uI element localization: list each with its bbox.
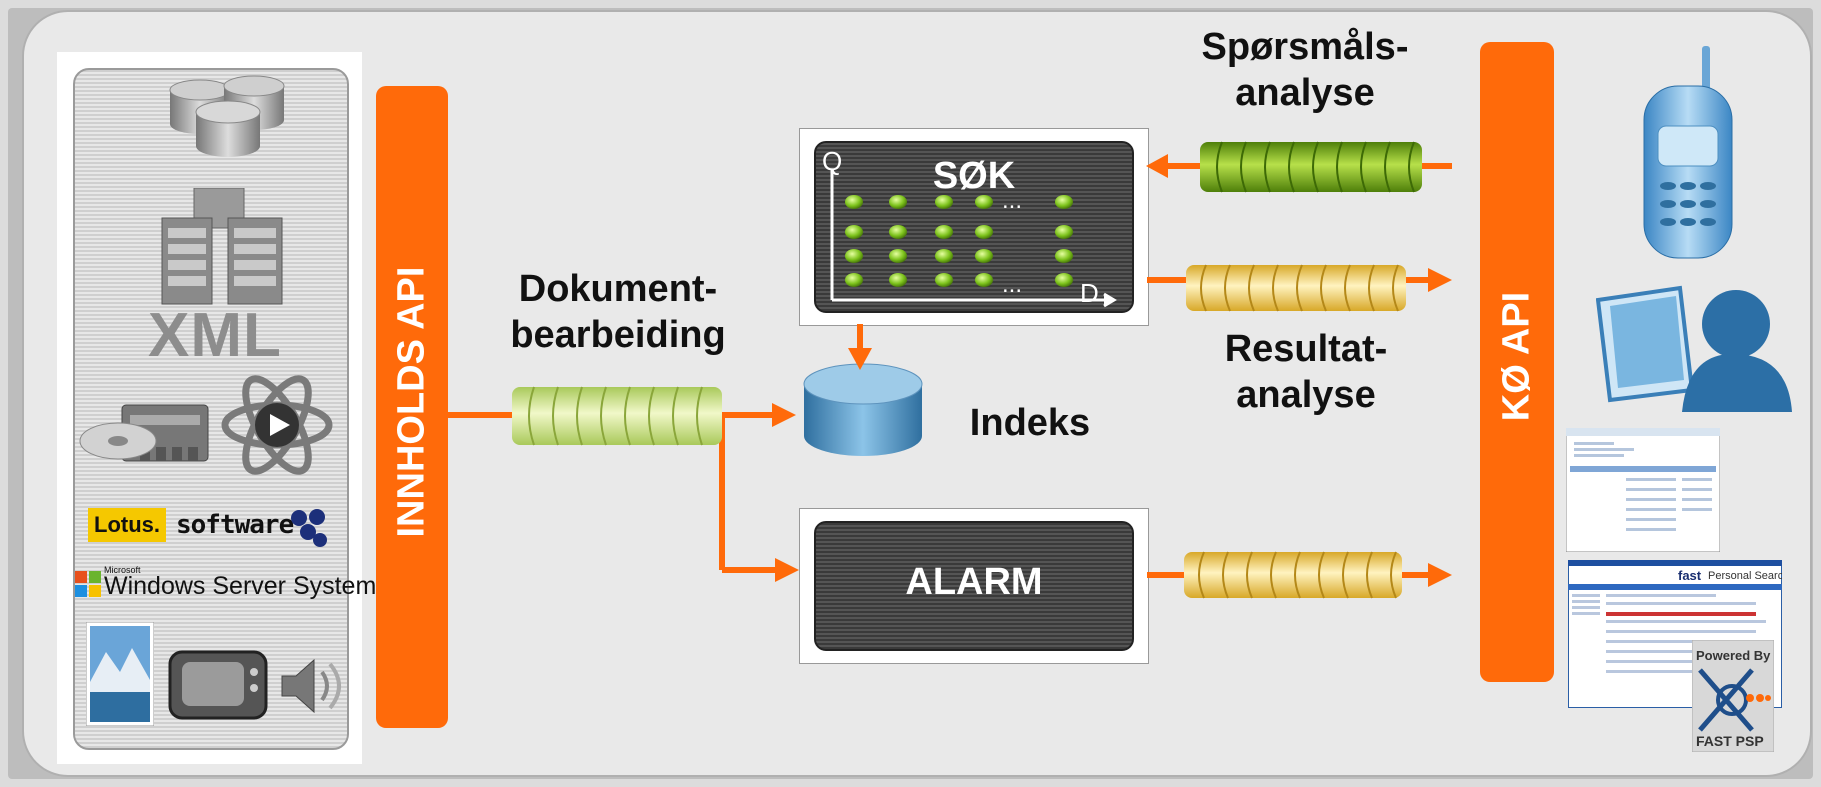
alarm-box: ALARM (799, 508, 1149, 664)
powered-by-label: Powered By (1696, 648, 1771, 663)
resultat-line-2: analyse (1236, 374, 1376, 416)
windows-flag-icon (75, 571, 101, 597)
media-icon (221, 375, 333, 475)
xml-label: XML (148, 301, 282, 370)
innholds-api-bar (376, 86, 448, 728)
lotus-logo: Lotus. (88, 508, 166, 542)
phone-icon (1643, 46, 1733, 259)
screenshot-icon (1566, 428, 1720, 552)
index-database-icon (803, 363, 923, 456)
indeks-label: Indeks (969, 402, 1091, 444)
database-icon (169, 75, 285, 157)
microsoft-label: Microsoft (104, 565, 141, 575)
resultat-label: Resultat- analyse (1186, 326, 1426, 418)
user-icon (1596, 285, 1792, 412)
sporsmals-line-1: Spørsmåls- (1201, 26, 1409, 68)
sok-title: SØK (932, 155, 1016, 197)
personal-search-fast: fast (1678, 568, 1702, 583)
sok-grid-graphic: Q D ... ... (822, 146, 1117, 308)
dokument-line-1: Dokument- (518, 268, 718, 310)
lotus-mark-icon (291, 509, 327, 547)
server-icon (161, 188, 283, 305)
ko-api-bar (1480, 42, 1554, 682)
fast-psp-logo: Powered By FAST PSP (1692, 640, 1774, 752)
alarm-title: ALARM (905, 561, 1043, 603)
dokument-line-2: bearbeiding (510, 314, 726, 356)
resultat-line-1: Resultat- (1224, 328, 1388, 370)
dokument-label: Dokument- bearbeiding (478, 266, 758, 358)
sok-box-inner (814, 141, 1134, 313)
sok-axis-q: Q (822, 146, 842, 176)
tv-icon (168, 650, 268, 720)
fast-psp-label: FAST PSP (1696, 733, 1764, 749)
speaker-icon (281, 658, 341, 714)
windows-server-logo: Windows Server System (104, 572, 377, 600)
sok-dots-top: ... (1002, 187, 1022, 214)
sok-dots-bottom: ... (1002, 271, 1022, 298)
disk-icon (79, 404, 209, 462)
image-icon (86, 622, 154, 726)
sporsmals-line-2: analyse (1235, 72, 1375, 114)
personal-search-label: Personal Search (1708, 570, 1782, 582)
sporsmals-label: Spørsmåls- analyse (1170, 24, 1440, 116)
sok-axis-d: D (1080, 278, 1099, 308)
alarm-box-inner (814, 521, 1134, 651)
software-logo: software (176, 510, 294, 540)
